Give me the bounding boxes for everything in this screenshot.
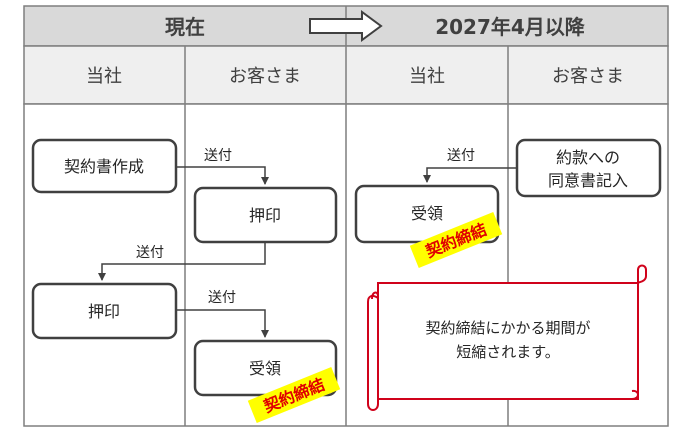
col-future-company: 当社 — [409, 66, 445, 87]
scroll-top-curl — [367, 291, 379, 411]
box-receive-future-label: 受領 — [411, 204, 443, 223]
box-create-contract-label: 契約書作成 — [64, 157, 144, 176]
box-seal-customer-label: 押印 — [249, 206, 281, 225]
note-line-2: 短縮されます。 — [456, 343, 560, 361]
header-future: 2027年4月以降 — [435, 15, 586, 39]
arrow-send-1 — [176, 166, 269, 185]
box-agree-terms-line1: 約款への — [556, 148, 620, 167]
send-label-future: 送付 — [447, 148, 475, 164]
col-current-customer: お客さま — [229, 66, 301, 87]
scroll-body — [377, 282, 639, 400]
arrow-send-3 — [176, 309, 269, 338]
col-current-company: 当社 — [86, 66, 122, 87]
arrow-send-2 — [98, 242, 266, 281]
scroll-right-curl — [637, 264, 647, 284]
send-label-2: 送付 — [136, 245, 164, 261]
arrow-send-future — [423, 167, 517, 183]
scroll-note — [367, 264, 647, 411]
box-seal-company-label: 押印 — [88, 302, 120, 321]
header-current: 現在 — [165, 15, 205, 39]
send-label-1: 送付 — [204, 148, 232, 164]
box-create-contract — [31, 138, 178, 194]
box-receive-current-label: 受領 — [249, 359, 281, 378]
box-agree-terms-line2: 同意書記入 — [548, 171, 628, 190]
transition-arrow-icon — [309, 10, 383, 42]
box-seal-company — [31, 282, 178, 340]
scroll-bottom-edge — [378, 389, 639, 400]
note-line-1: 契約締結にかかる期間が — [425, 319, 590, 337]
col-future-customer: お客さま — [552, 66, 624, 87]
send-label-3: 送付 — [208, 290, 236, 306]
